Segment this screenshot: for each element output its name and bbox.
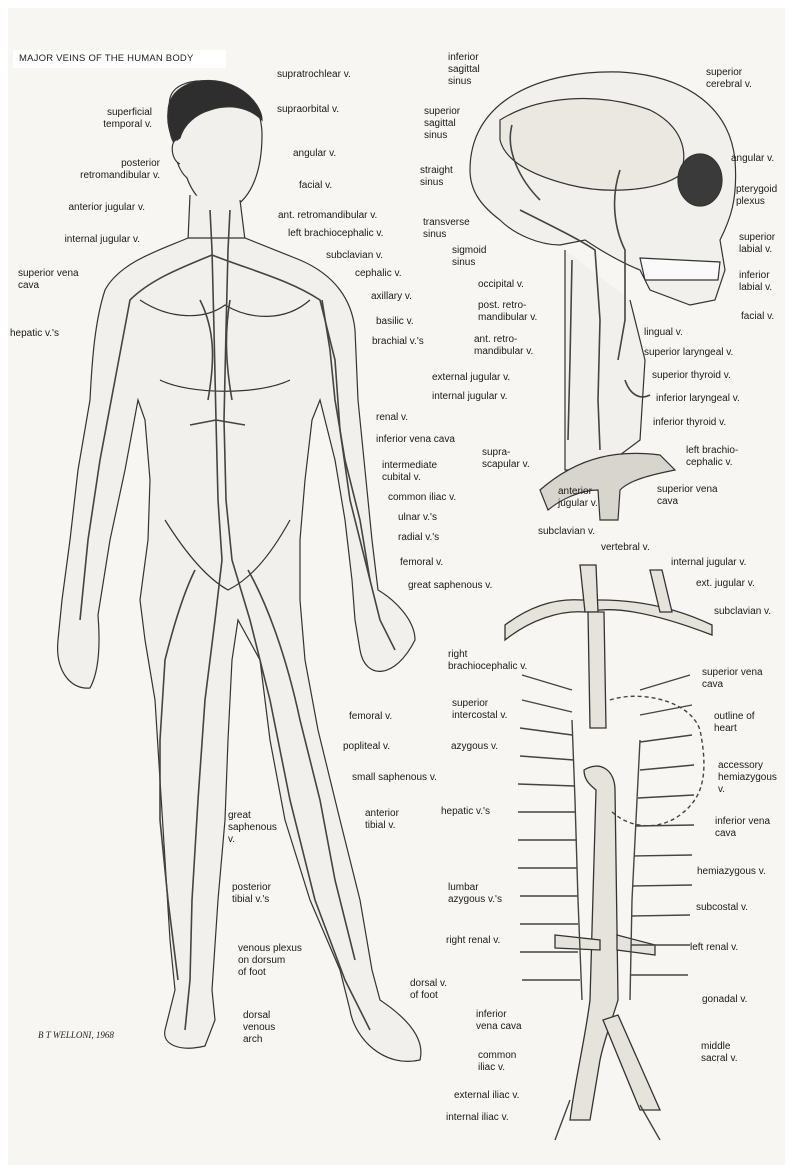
trunk-label: accessory hemiazygous v.: [718, 760, 777, 796]
body-label: great saphenous v.: [408, 580, 492, 592]
body-label: basilic v.: [376, 316, 414, 328]
trunk-label: subcostal v.: [696, 902, 748, 914]
trunk-label: azygous v.: [451, 741, 498, 753]
body-label: hepatic v.'s: [10, 328, 59, 340]
trunk-label: vertebral v.: [601, 542, 650, 554]
head-label: angular v.: [731, 153, 774, 165]
trunk-label: gonadal v.: [702, 994, 747, 1006]
trunk-label: right brachiocephalic v.: [448, 649, 527, 673]
head-label: pterygoid plexus: [736, 184, 777, 208]
head-label: inferior labial v.: [739, 270, 772, 294]
body-label: common iliac v.: [388, 492, 456, 504]
body-label: femoral v.: [349, 711, 392, 723]
body-label: ant. retromandibular v.: [278, 210, 377, 222]
body-label: radial v.'s: [398, 532, 439, 544]
body-label: inferior vena cava: [376, 434, 455, 446]
head-label: ant. retro- mandibular v.: [474, 334, 533, 358]
body-label: anterior tibial v.: [365, 808, 399, 832]
trunk-label: superior vena cava: [702, 667, 763, 691]
body-label: anterior jugular v.: [20, 202, 145, 214]
head-label: superior sagittal sinus: [424, 106, 460, 142]
head-label: supra- scapular v.: [482, 447, 530, 471]
head-label: anterior jugular v.: [558, 486, 598, 510]
body-label: supratrochlear v.: [277, 69, 351, 81]
body-label: cephalic v.: [355, 268, 402, 280]
trunk-label: hemiazygous v.: [697, 866, 766, 878]
body-label: internal jugular v.: [20, 234, 140, 246]
body-label: superficial temporal v.: [60, 107, 152, 131]
body-label: dorsal venous arch: [243, 1010, 275, 1046]
head-label: lingual v.: [644, 327, 683, 339]
trunk-label: internal iliac v.: [446, 1112, 509, 1124]
artist-signature: B T WELLONI, 1968: [38, 1030, 114, 1040]
head-label: superior vena cava: [657, 484, 718, 508]
head-label: external jugular v.: [432, 372, 510, 384]
trunk-label: right renal v.: [446, 935, 500, 947]
head-label: subclavian v.: [538, 526, 595, 538]
body-label: great saphenous v.: [228, 810, 277, 846]
trunk-label: outline of heart: [714, 711, 755, 735]
body-label: femoral v.: [400, 557, 443, 569]
trunk-figure: [505, 565, 712, 1120]
head-label: post. retro- mandibular v.: [478, 300, 537, 324]
head-label: occipital v.: [478, 279, 524, 291]
trunk-label: ext. jugular v.: [696, 578, 755, 590]
body-label: left brachiocephalic v.: [288, 228, 383, 240]
head-label: left brachio- cephalic v.: [686, 445, 738, 469]
page-title: MAJOR VEINS OF THE HUMAN BODY: [13, 50, 226, 68]
body-label: supraorbital v.: [277, 104, 339, 116]
head-label: facial v.: [741, 311, 774, 323]
body-label: facial v.: [299, 180, 332, 192]
body-label: superior vena cava: [18, 268, 79, 292]
head-label: inferior thyroid v.: [653, 417, 726, 429]
body-label: renal v.: [376, 412, 408, 424]
body-label: subclavian v.: [326, 250, 383, 262]
head-label: sigmoid sinus: [452, 245, 486, 269]
head-label: straight sinus: [420, 165, 453, 189]
trunk-label: common iliac v.: [478, 1050, 516, 1074]
trunk-label: subclavian v.: [714, 606, 771, 618]
head-label: superior thyroid v.: [652, 370, 731, 382]
body-label: intermediate cubital v.: [382, 460, 437, 484]
head-label: internal jugular v.: [432, 391, 507, 403]
body-label: popliteal v.: [343, 741, 390, 753]
head-label: superior laryngeal v.: [644, 347, 733, 359]
body-label: small saphenous v.: [352, 772, 437, 784]
trunk-label: middle sacral v.: [701, 1041, 738, 1065]
body-label: venous plexus on dorsum of foot: [238, 943, 302, 979]
trunk-label: internal jugular v.: [671, 557, 746, 569]
trunk-label: inferior vena cava: [476, 1009, 522, 1033]
body-label: brachial v.'s: [372, 336, 424, 348]
trunk-label: lumbar azygous v.'s: [448, 882, 502, 906]
trunk-label: hepatic v.'s: [441, 806, 490, 818]
head-label: inferior sagittal sinus: [448, 52, 480, 88]
body-label: ulnar v.'s: [398, 512, 437, 524]
head-label: transverse sinus: [423, 217, 470, 241]
trunk-label: inferior vena cava: [715, 816, 770, 840]
head-label: inferior laryngeal v.: [656, 393, 740, 405]
body-label: posterior tibial v.'s: [232, 882, 271, 906]
body-label: dorsal v. of foot: [410, 978, 447, 1002]
body-label: angular v.: [293, 148, 336, 160]
body-label: posterior retromandibular v.: [40, 158, 160, 182]
head-label: superior labial v.: [739, 232, 775, 256]
trunk-label: external iliac v.: [454, 1090, 519, 1102]
trunk-label: left renal v.: [690, 942, 738, 954]
head-label: superior cerebral v.: [706, 67, 752, 91]
body-label: axillary v.: [371, 291, 412, 303]
trunk-label: superior intercostal v.: [452, 698, 507, 722]
